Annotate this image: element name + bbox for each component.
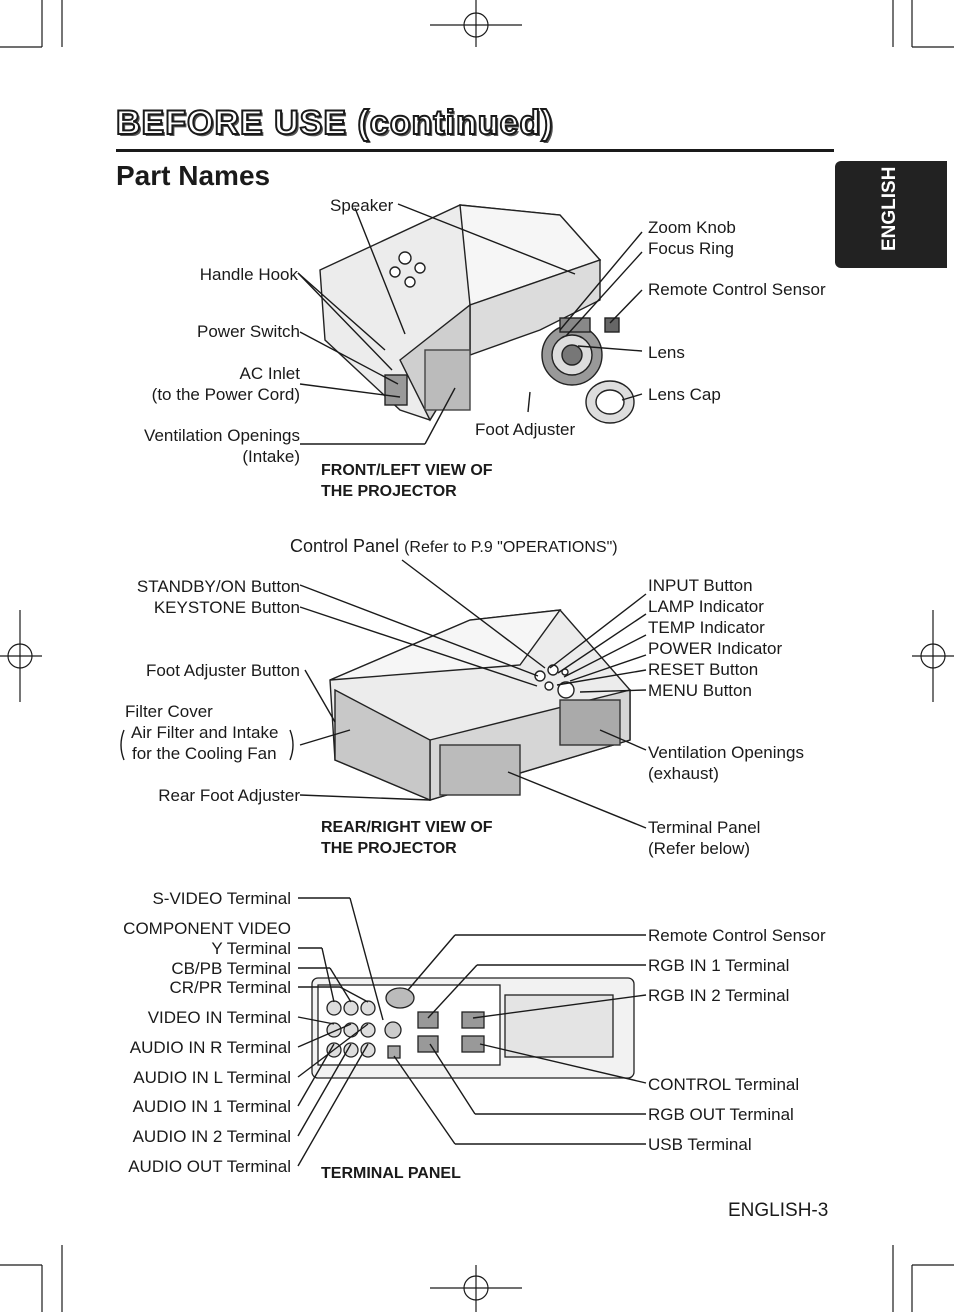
title-rule [116, 149, 834, 152]
label-zoom-knob: Zoom Knob [648, 218, 736, 237]
label-audio-in-r: AUDIO IN R Terminal [129, 1038, 291, 1057]
label-audio-in-l: AUDIO IN L Terminal [133, 1068, 291, 1087]
caption-rear-view-1: REAR/RIGHT VIEW OF [321, 819, 493, 836]
label-temp-indicator: TEMP Indicator [648, 618, 765, 637]
label-vent-exhaust: Ventilation Openings [648, 743, 804, 762]
label-power-switch: Power Switch [197, 322, 300, 341]
label-video-in-terminal: VIDEO IN Terminal [147, 1008, 291, 1027]
label-rgb-in-2: RGB IN 2 Terminal [648, 986, 790, 1005]
label-lens: Lens [648, 343, 685, 362]
label-foot-adjuster: Foot Adjuster [475, 420, 576, 439]
label-y-terminal: Y Terminal [211, 939, 291, 958]
label-foot-adjuster-button: Foot Adjuster Button [145, 661, 300, 680]
label-cb-pb-terminal: CB/PB Terminal [171, 959, 291, 978]
page-title: BEFORE USE (continued) [115, 103, 554, 143]
label-terminal-panel-note: (Refer below) [648, 839, 751, 858]
label-cr-pr-terminal: CR/PR Terminal [169, 978, 291, 997]
caption-front-view-1: FRONT/LEFT VIEW OF [321, 462, 493, 479]
label-rgb-in-1: RGB IN 1 Terminal [648, 956, 790, 975]
label-input-button: INPUT Button [648, 576, 753, 595]
projector-rear-illustration [329, 609, 631, 802]
caption-terminal-panel: TERMINAL PANEL [321, 1165, 461, 1182]
label-vent-intake-note: (Intake) [242, 447, 300, 466]
control-panel-text: Control Panel [290, 536, 400, 556]
label-air-filter-note: for the Cooling Fan [132, 744, 277, 763]
page-number: ENGLISH-3 [728, 1200, 829, 1221]
label-reset-button: RESET Button [648, 660, 759, 679]
label-lens-cap: Lens Cap [648, 385, 721, 404]
label-vent-intake: Ventilation Openings [144, 426, 300, 445]
label-focus-ring: Focus Ring [648, 239, 734, 258]
label-terminal-panel: Terminal Panel [648, 818, 761, 837]
language-tab-label: ENGLISH [879, 166, 900, 251]
label-lamp-indicator: LAMP Indicator [648, 597, 764, 616]
label-filter-cover: Filter Cover [125, 702, 213, 721]
projector-front-illustration [319, 204, 635, 424]
label-svideo-terminal: S-VIDEO Terminal [152, 889, 291, 908]
label-audio-out: AUDIO OUT Terminal [128, 1157, 291, 1176]
label-speaker: Speaker [330, 196, 394, 215]
callout-lines [120, 203, 647, 1167]
label-audio-in-2: AUDIO IN 2 Terminal [132, 1127, 291, 1146]
caption-rear-view-2: THE PROJECTOR [321, 840, 457, 857]
language-tab: ENGLISH [835, 161, 947, 268]
label-rgb-out: RGB OUT Terminal [648, 1105, 794, 1124]
control-panel-ref: (Refer to P.9 "OPERATIONS") [404, 539, 618, 556]
label-vent-exhaust-note: (exhaust) [648, 764, 719, 783]
caption-front-view-2: THE PROJECTOR [321, 483, 457, 500]
section-title: Part Names [116, 160, 271, 191]
label-control-panel: Control Panel (Refer to P.9 "OPERATIONS"… [290, 536, 618, 558]
label-keystone-button: KEYSTONE Button [153, 598, 300, 617]
label-remote-sensor: Remote Control Sensor [648, 280, 826, 299]
label-audio-in-1: AUDIO IN 1 Terminal [132, 1097, 291, 1116]
label-menu-button: MENU Button [648, 681, 752, 700]
label-component-video: COMPONENT VIDEO [123, 919, 291, 938]
label-usb-terminal: USB Terminal [648, 1135, 752, 1154]
label-control-terminal: CONTROL Terminal [648, 1075, 800, 1094]
label-handle-hook: Handle Hook [199, 265, 298, 284]
label-ac-inlet: AC Inlet [239, 364, 300, 383]
label-ac-inlet-note: (to the Power Cord) [151, 385, 300, 404]
label-air-filter: Air Filter and Intake [131, 723, 279, 742]
label-rear-foot-adjuster: Rear Foot Adjuster [158, 786, 300, 805]
label-terminal-remote-sensor: Remote Control Sensor [648, 926, 826, 945]
label-power-indicator: POWER Indicator [648, 639, 783, 658]
label-standby-button: STANDBY/ON Button [136, 577, 300, 596]
terminal-panel-illustration [311, 977, 635, 1079]
